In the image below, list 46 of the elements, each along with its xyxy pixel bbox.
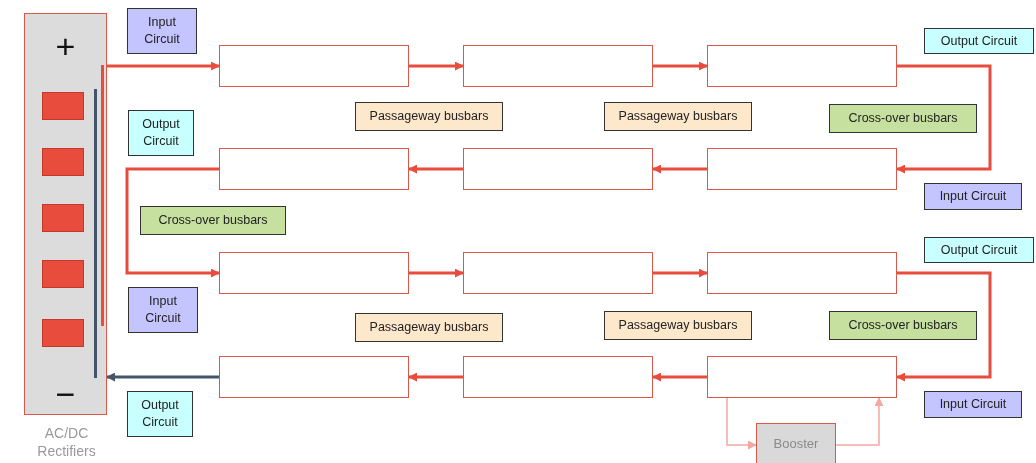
cell-box [219,45,409,87]
cell-box [463,252,653,294]
cell-box [219,148,409,190]
arrow [409,268,464,278]
circuit-tag: Passageway busbars [604,311,752,340]
circuit-tag: Output Circuit [924,28,1034,54]
circuit-tag: Output Circuit [128,110,194,156]
cell-box [219,252,409,294]
arrow [125,167,220,278]
circuit-tag: Passageway busbars [604,102,752,131]
arrow [896,271,992,382]
plus-sign: + [54,26,77,66]
circuit-tag: Cross-over busbars [140,206,286,235]
panel-caption: AC/DC Rectifiers [36,424,97,460]
cell-box [463,148,653,190]
circuit-tag: Output Circuit [924,237,1034,263]
arrow [409,61,464,71]
arrow [652,372,707,382]
arrow [896,64,992,174]
arrow [653,268,708,278]
cell-box [463,356,653,398]
booster-box: Booster [756,423,836,463]
cell-box [707,252,897,294]
arrow [408,372,463,382]
circuit-tag: Output Circuit [127,391,193,437]
arrow [726,397,757,450]
arrow [653,61,708,71]
cell-box [463,45,653,87]
arrow [408,164,463,174]
circuit-tag: Input Circuit [128,287,198,333]
cell-box [707,148,897,190]
circuit-tag: Input Circuit [924,391,1022,418]
minus-sign: − [54,374,77,414]
circuit-tag: Passageway busbars [355,102,503,131]
circuit-tag: Input Circuit [127,8,197,54]
circuit-tag: Cross-over busbars [829,311,977,340]
cell-box [707,356,897,398]
arrow [106,372,219,382]
arrow [835,397,884,446]
cell-box [219,356,409,398]
arrow [652,164,707,174]
circuit-tag: Input Circuit [924,183,1022,210]
circuit-tag: Passageway busbars [355,313,503,342]
circuit-tag: Cross-over busbars [829,104,977,133]
cell-box [707,45,897,87]
arrow [107,61,220,71]
